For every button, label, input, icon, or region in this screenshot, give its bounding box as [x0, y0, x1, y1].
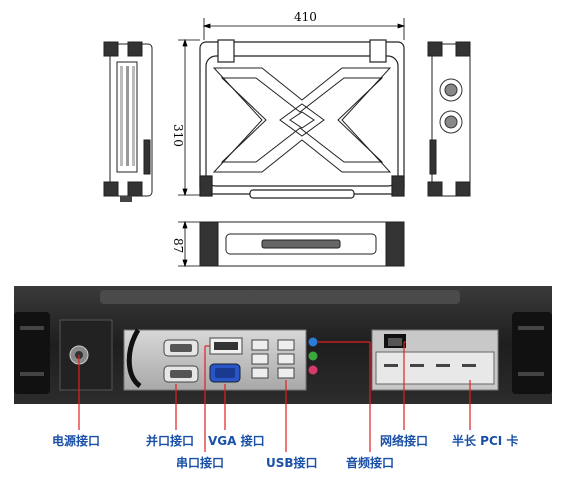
- left-side-vent-grid: [120, 66, 135, 166]
- width-value: 410: [294, 10, 317, 24]
- label-network: 网络接口: [380, 434, 429, 448]
- usb-stack-right: [277, 339, 295, 379]
- usb-stack-left: [251, 339, 269, 379]
- vga-port: [209, 363, 241, 383]
- label-parallel: 并口接口: [146, 434, 195, 448]
- expansion-bracket: [371, 329, 499, 391]
- handle-bar: [100, 290, 460, 304]
- dvi-port: [209, 337, 243, 355]
- cable: [126, 328, 142, 389]
- power-panel: [59, 319, 113, 391]
- right-side-fan-1: [439, 78, 463, 102]
- power-connector: [69, 345, 89, 365]
- bumper-right: [512, 312, 552, 394]
- front-view-x-pattern: [212, 67, 392, 173]
- io-plate: [123, 329, 307, 391]
- label-usb: USB接口: [266, 456, 318, 470]
- label-serial: 串口接口: [176, 456, 225, 470]
- height-dimension: [178, 38, 200, 197]
- bottom-view: [199, 221, 405, 267]
- label-pci: 半长 PCI 卡: [452, 434, 519, 448]
- label-vga: VGA 接口: [208, 434, 265, 448]
- front-view: [199, 39, 405, 199]
- bumper-left: [14, 312, 50, 394]
- depth-dimension: [178, 220, 200, 268]
- height-value: 310: [171, 124, 185, 147]
- width-dimension: [202, 18, 406, 40]
- serial-port: [163, 365, 199, 383]
- pci-card-slot: [375, 351, 495, 385]
- audio-jacks: [308, 337, 318, 375]
- orthographic-views: 410 310 87: [103, 10, 471, 268]
- label-audio: 音频接口: [346, 456, 395, 470]
- right-side-fan-2: [439, 110, 463, 134]
- parallel-port: [163, 339, 199, 357]
- label-power: 电源接口: [52, 434, 101, 448]
- depth-value: 87: [171, 238, 185, 253]
- left-side-foot: [120, 196, 132, 202]
- network-port: [384, 334, 406, 348]
- chassis-body: [14, 286, 552, 404]
